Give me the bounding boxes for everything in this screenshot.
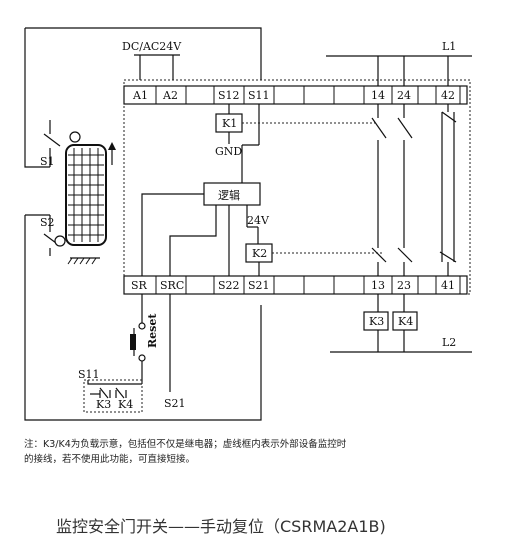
external-monitor-box: S11 K3 K4 (78, 368, 143, 413)
l1-label: L1 (442, 40, 456, 53)
svg-text:逻辑: 逻辑 (218, 188, 240, 202)
terminal-A2: A2 (162, 89, 178, 102)
module-frame (123, 79, 471, 295)
svg-text:K3: K3 (369, 315, 384, 328)
terminal-SR: SR (131, 279, 148, 292)
terminal-14: 14 (371, 89, 385, 102)
reset-button: Reset (130, 294, 159, 384)
safety-contacts (371, 56, 457, 276)
svg-text:K3: K3 (96, 398, 111, 411)
s21-label: S21 (164, 397, 186, 410)
note-line-2: 的接线，若不使用此功能，可直接短接。 (24, 453, 195, 465)
note-line-1: 注：K3/K4为负载示意，包括但不仅是继电器；虚线框内表示外部设备监控时 (24, 438, 347, 450)
svg-text:K4: K4 (398, 315, 413, 328)
svg-text:K2: K2 (252, 247, 267, 260)
terminal-41: 41 (441, 279, 455, 292)
l2-label: L2 (442, 336, 456, 349)
v24-label: 24V (247, 214, 270, 227)
terminal-S11: S11 (248, 89, 270, 102)
load-k3 (363, 311, 389, 331)
diagram-caption: 监控安全门开关——手动复位（CSRMA2A1B) (56, 517, 386, 536)
gnd-label: GND (215, 145, 242, 158)
svg-text:K4: K4 (118, 398, 133, 411)
terminal-S12: S12 (218, 89, 240, 102)
door-switch-s2: S2 (40, 215, 66, 256)
svg-text:K1: K1 (222, 117, 237, 130)
door-switch-s1: S1 (40, 120, 81, 168)
svg-text:Reset: Reset (146, 313, 159, 348)
load-k4 (392, 311, 418, 331)
terminal-42: 42 (441, 89, 455, 102)
svg-text:S1: S1 (40, 155, 55, 168)
supply-label: DC/AC24V (122, 40, 182, 53)
door-frame (24, 27, 262, 421)
terminal-13: 13 (371, 279, 385, 292)
terminal-A1: A1 (132, 89, 148, 102)
safety-door-grid (65, 142, 116, 265)
terminal-SRC: SRC (160, 279, 184, 292)
terminal-23: 23 (397, 279, 411, 292)
terminal-S21: S21 (248, 279, 270, 292)
svg-text:S2: S2 (40, 216, 55, 229)
terminal-S22: S22 (218, 279, 240, 292)
svg-text:S11: S11 (78, 368, 100, 381)
terminal-24: 24 (397, 89, 411, 102)
bottom-terminal-strip: SR SRC S22 S21 13 23 41 (123, 275, 468, 295)
top-terminal-strip: A1 A2 S12 S11 14 24 42 (123, 85, 468, 105)
